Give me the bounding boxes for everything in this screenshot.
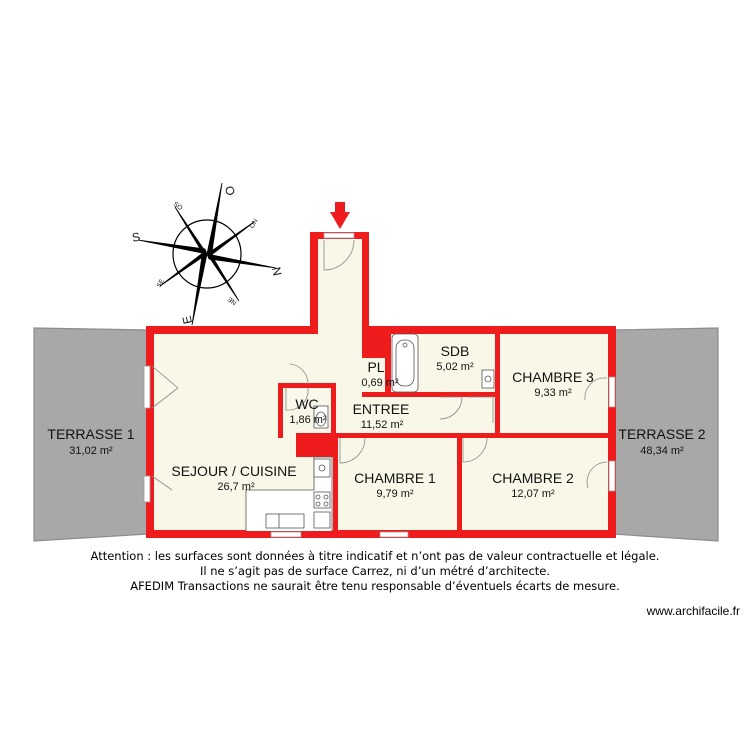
terrasse2-area: 48,34 m² [640, 445, 684, 457]
entrance-arrow [330, 202, 350, 229]
compass-no-label: NO [247, 217, 258, 229]
entree-area: 11,52 m² [361, 419, 404, 431]
compass-west-label: O [222, 185, 238, 197]
compass-ne-label: NE [226, 295, 238, 306]
interior-walls [278, 330, 610, 535]
sejour-name: SEJOUR / CUISINE [171, 463, 296, 479]
terrasse1-name: TERRASSE 1 [47, 426, 134, 442]
chambre3-area: 9,33 m² [534, 387, 572, 399]
chambre3-name: CHAMBRE 3 [512, 369, 594, 385]
terrasse1-area: 31,02 m² [69, 445, 113, 457]
disclaimer-line-1: Attention : les surfaces sont données à … [90, 549, 660, 563]
chambre2-name: CHAMBRE 2 [492, 470, 574, 486]
sdb-area: 5,02 m² [436, 361, 474, 373]
disclaimer-line-3: AFEDIM Transactions ne saurait être tenu… [130, 579, 620, 593]
chambre1-area: 9,79 m² [376, 488, 414, 500]
entree-name: ENTREE [353, 401, 410, 417]
disclaimer-line-2: Il ne s’agit pas de surface Carrez, ni d… [199, 564, 551, 578]
archifacile-watermark: www.archifacile.fr [646, 604, 740, 618]
terrasse2-name: TERRASSE 2 [618, 426, 705, 442]
compass-so-label: SO [172, 201, 184, 212]
door-swings [151, 239, 608, 491]
wc-area: 1,86 m² [289, 414, 327, 426]
compass-east-label: E [180, 315, 195, 326]
wc-name: WC [295, 396, 318, 412]
compass-north-label: N [269, 266, 284, 277]
chambre2-area: 12,07 m² [511, 488, 555, 500]
pl-name: PL [367, 359, 384, 375]
sejour-area: 26,7 m² [217, 481, 255, 493]
disclaimer: Attention : les surfaces sont données à … [0, 549, 750, 594]
compass-se-label: SE [156, 277, 167, 289]
apartment-floor [148, 235, 612, 534]
sdb-name: SDB [441, 343, 470, 359]
compass-rose [137, 182, 277, 326]
compass-south-label: S [131, 230, 142, 245]
windows [143, 232, 616, 538]
kitchen-counter [245, 456, 333, 531]
bathroom-fixtures [313, 333, 495, 429]
chambre1-name: CHAMBRE 1 [354, 470, 436, 486]
pl-area: 0,69 m² [361, 377, 399, 389]
